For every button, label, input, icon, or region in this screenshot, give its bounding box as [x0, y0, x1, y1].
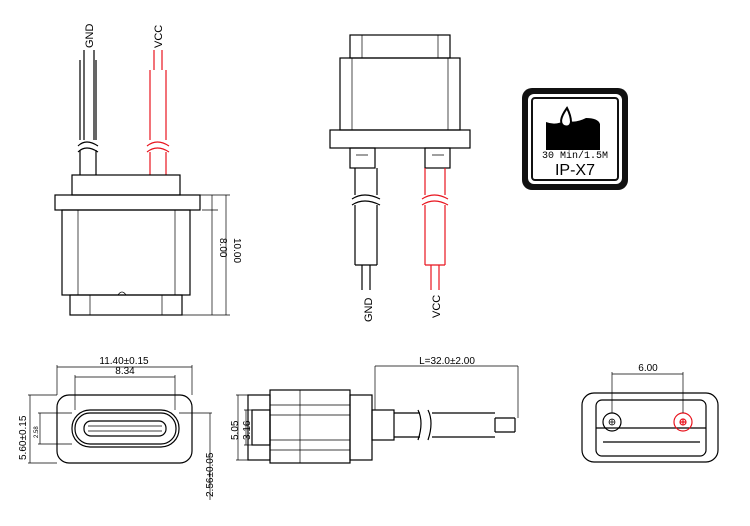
- connector-body: [54, 174, 201, 316]
- dim-10: 10.00: [231, 238, 242, 263]
- side-view: 5.05 3.16 L=32.0±2.00: [230, 356, 519, 464]
- ip-spec: 30 Min/1.5M: [542, 150, 608, 162]
- dim-11-40: 11.40±0.15: [99, 356, 149, 367]
- gnd-wire-mid: [351, 168, 381, 290]
- vcc-wire-mid: [421, 168, 449, 290]
- ip-rating: IP-X7: [555, 162, 595, 179]
- vcc-label: VCC: [153, 25, 165, 48]
- water-icon: [546, 118, 600, 150]
- gnd-wire: [77, 50, 99, 175]
- dim-8-34: 8.34: [115, 366, 135, 377]
- height-dimensions: 8.00 10.00: [182, 194, 242, 316]
- dim-2-58: 2.58: [34, 426, 40, 438]
- ip-rating-badge: 30 Min/1.5M IP-X7: [522, 88, 628, 190]
- top-left-view: GND VCC 8.00 10.00: [54, 24, 242, 316]
- gnd-label-mid: GND: [363, 298, 375, 323]
- vcc-label-mid: VCC: [431, 295, 443, 318]
- rear-view: 6.00: [581, 363, 719, 463]
- dim-cable-length: L=32.0±2.00: [419, 356, 475, 367]
- dim-5-60: 5.60±0.15: [18, 415, 29, 460]
- gnd-label: GND: [84, 24, 96, 49]
- dim-2-56: 2.56±0.05: [205, 452, 216, 497]
- dim-3-16: 3.16: [242, 420, 253, 440]
- top-middle-view: GND VCC: [329, 34, 471, 323]
- dim-6-00: 6.00: [638, 363, 658, 374]
- dim-5-05: 5.05: [230, 420, 241, 440]
- dim-8: 8.00: [217, 238, 228, 258]
- vcc-wire: [146, 50, 170, 175]
- front-view: 11.40±0.15 8.34 5.60±0.15 2.58 2.56±0.05: [18, 356, 216, 500]
